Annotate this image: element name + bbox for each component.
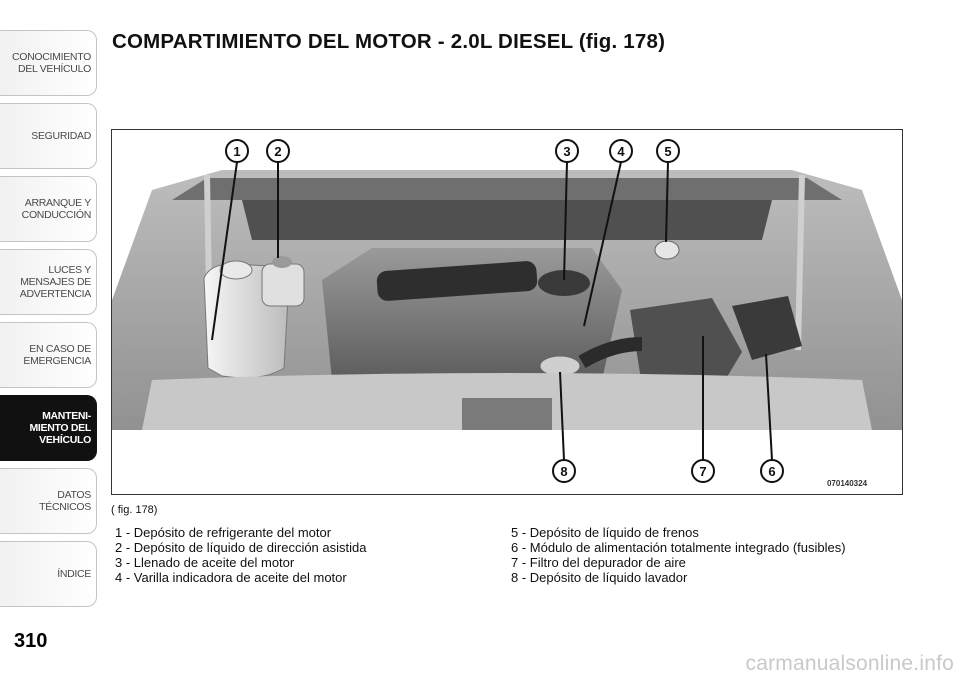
engine-illustration: 1 2 3 4 5 8 7 6 070140324: [112, 130, 902, 494]
legend-item: 3 - Llenado de aceite del motor: [115, 555, 295, 570]
callout-4-label: 4: [617, 144, 625, 159]
callout-3: [555, 139, 579, 163]
legend-item: 4 - Varilla indicadora de aceite del mot…: [115, 570, 347, 585]
tab-conocimiento[interactable]: CONOCIMIENTO DEL VEHÍCULO: [0, 30, 97, 96]
callouts-top: 1 2 3 4 5: [225, 139, 680, 163]
legend-item: 5 - Depósito de líquido de frenos: [511, 525, 699, 540]
callout-4: [609, 139, 633, 163]
callout-3-label: 3: [563, 144, 570, 159]
legend-item: 8 - Depósito de líquido lavador: [511, 570, 688, 585]
callout-1: [225, 139, 249, 163]
tab-arranque[interactable]: ARRANQUE Y CONDUCCIÓN: [0, 176, 97, 242]
callout-6-label: 6: [768, 464, 775, 479]
callout-5-label: 5: [664, 144, 671, 159]
legend-item: 2 - Depósito de líquido de dirección asi…: [115, 540, 367, 555]
watermark: carmanualsonline.info: [745, 652, 954, 675]
callout-5: [656, 139, 680, 163]
air-filter: [630, 298, 742, 386]
callout-7-label: 7: [699, 464, 706, 479]
callout-7: [691, 459, 715, 483]
figure-caption: ( fig. 178): [111, 504, 158, 516]
legend-item: 1 - Depósito de refrigerante del motor: [115, 525, 332, 540]
tab-mantenimiento[interactable]: MANTENI- MIENTO DEL VEHÍCULO: [0, 395, 97, 461]
brake-fluid-tank: [654, 240, 680, 260]
engine-figure: 1 2 3 4 5 8 7 6 070140324: [111, 129, 903, 495]
callout-2-label: 2: [274, 144, 281, 159]
tab-emergencia[interactable]: EN CASO DE EMERGENCIA: [0, 322, 97, 388]
tab-luces[interactable]: LUCES Y MENSAJES DE ADVERTENCIA: [0, 249, 97, 315]
legend-item: 7 - Filtro del depurador de aire: [511, 555, 686, 570]
fuse-box: [732, 296, 802, 360]
callout-2: [266, 139, 290, 163]
tab-seguridad[interactable]: SEGURIDAD: [0, 103, 97, 169]
callouts-bottom: 8 7 6: [552, 459, 784, 483]
legend-left: 1 - Depósito de refrigerante del motor 2…: [115, 525, 366, 585]
callout-6: [760, 459, 784, 483]
page-title: COMPARTIMIENTO DEL MOTOR - 2.0L DIESEL (…: [112, 30, 666, 53]
legend-right: 5 - Depósito de líquido de frenos 6 - Mó…: [511, 525, 846, 585]
figure-code: 070140324: [827, 479, 868, 488]
callout-1-label: 1: [233, 144, 240, 159]
chapter-tabs: CONOCIMIENTO DEL VEHÍCULO SEGURIDAD ARRA…: [0, 30, 97, 614]
callout-8: [552, 459, 576, 483]
oil-filler-cap: [538, 270, 590, 296]
power-steering-tank: [261, 263, 305, 307]
cowl-panel: [242, 200, 772, 240]
tab-indice[interactable]: ÍNDICE: [0, 541, 97, 607]
page-number: 310: [14, 630, 48, 652]
legend-item: 6 - Módulo de alimentación totalmente in…: [511, 540, 846, 555]
callout-8-label: 8: [560, 464, 567, 479]
tab-datos[interactable]: DATOS TÉCNICOS: [0, 468, 97, 534]
